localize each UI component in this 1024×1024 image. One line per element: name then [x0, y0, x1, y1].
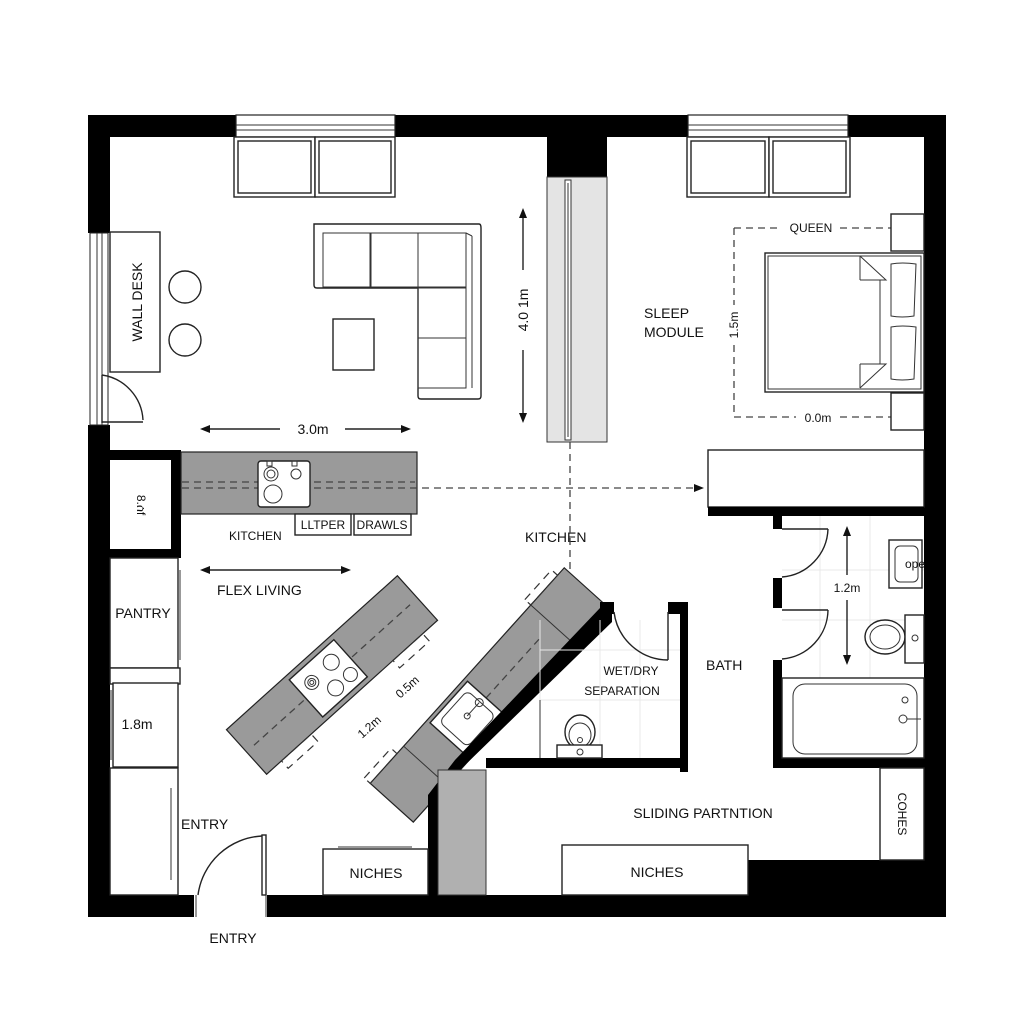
side-window: [89, 232, 109, 426]
svg-text:COHES: COHES: [895, 793, 909, 836]
kitchen-label: KITCHEN: [229, 529, 282, 543]
bed-icon: [764, 252, 925, 393]
central-closet: [546, 176, 608, 443]
svg-text:3.0m: 3.0m: [297, 421, 328, 437]
diagonal-counter: [363, 566, 609, 824]
cohes-cabinet: COHES: [879, 767, 925, 861]
door-swing-icon: [195, 834, 267, 917]
diagonal-wall: [428, 608, 612, 895]
svg-text:NICHES: NICHES: [350, 865, 403, 881]
sink-icon: [441, 692, 494, 746]
door-swing-icon: [101, 374, 144, 423]
svg-text:PANTRY: PANTRY: [115, 605, 171, 621]
sleep-module-label: SLEEP: [644, 305, 689, 321]
cabinet-drawers: DRAWLS: [353, 513, 412, 536]
entry-outside-label: ENTRY: [209, 930, 257, 946]
entry-label: ENTRY: [181, 816, 229, 832]
svg-text:LLTPER: LLTPER: [301, 518, 346, 532]
dimension-living-height: 4.0 1m: [515, 208, 531, 423]
sliding-partition-label: SLIDING PARTNTION: [633, 805, 773, 821]
niches-left: NICHES: [322, 846, 429, 896]
cabinet-upper: LLTPER: [294, 513, 352, 536]
kitchen-center-label: KITCHEN: [525, 529, 586, 545]
dimension-living-width: 3.0m: [200, 421, 411, 437]
wall-desk: WALL DESK: [109, 231, 161, 373]
exterior-walls: [88, 115, 946, 917]
svg-text:1.5m: 1.5m: [727, 312, 741, 339]
bath-room: [707, 449, 925, 768]
svg-text:1.8m: 1.8m: [121, 716, 152, 732]
svg-text:0.0m: 0.0m: [805, 411, 832, 425]
dimension-flex-living: [200, 566, 351, 574]
coffee-table-icon: [332, 318, 375, 371]
wall-desk-label: WALL DESK: [129, 262, 145, 342]
cooktop-icon: [257, 460, 311, 508]
sink-icon: ope: [888, 539, 925, 589]
sink-icon: [556, 714, 603, 759]
svg-text:NICHES: NICHES: [631, 864, 684, 880]
window-icon: [233, 114, 396, 198]
pantry: PANTRY: [109, 557, 181, 669]
door-swing-icon: [613, 611, 669, 661]
dimension-bath: 1.2m: [834, 526, 861, 665]
cooktop-icon: [304, 653, 358, 697]
svg-text:4.0 1m: 4.0 1m: [515, 289, 531, 332]
stool-icon: [168, 270, 202, 357]
bathtub-icon: [781, 677, 925, 759]
partition-column: [437, 769, 487, 896]
niches-right: NICHES: [561, 844, 749, 896]
svg-text:ope: ope: [905, 557, 925, 571]
svg-text:8.ሰf: 8.ሰf: [134, 495, 148, 516]
flex-living-label: FLEX LIVING: [217, 582, 302, 598]
toilet-icon: [864, 614, 925, 664]
bath-label: BATH: [706, 657, 742, 673]
door-swing-icon: [781, 528, 829, 660]
storage-closet: 8.ሰf: [108, 450, 181, 558]
svg-text:DRAWLS: DRAWLS: [357, 518, 408, 532]
bed-dimension-frame: QUEEN 1.5m 0.0m: [727, 221, 891, 425]
wet-dry-label: WET/DRY: [603, 664, 658, 678]
kitchen-island: [225, 574, 439, 776]
wardrobe: 1.8m: [109, 667, 181, 896]
sleep-module-label-2: MODULE: [644, 324, 704, 340]
window-icon: [686, 114, 851, 198]
pillow-icon: [890, 262, 917, 381]
nightstand-icon: [890, 213, 925, 431]
svg-text:1.2m: 1.2m: [834, 581, 861, 595]
svg-text:0.5m: 0.5m: [393, 673, 422, 701]
queen-label: QUEEN: [790, 221, 833, 235]
sofa-icon: [313, 223, 482, 400]
wet-dry-room: [486, 602, 688, 772]
wet-dry-label-2: SEPARATION: [584, 684, 660, 698]
svg-text:1.2m: 1.2m: [355, 713, 384, 741]
